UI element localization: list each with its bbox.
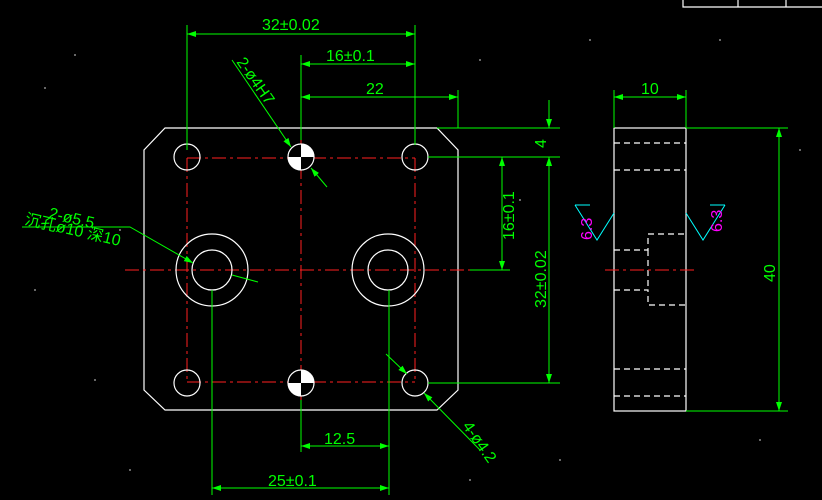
counterbore-right — [351, 233, 425, 307]
dim-bottom-25: 25±0.1 — [268, 473, 317, 490]
center-lines — [125, 140, 470, 400]
surface-finish-left-icon — [574, 204, 615, 241]
front-dimensions — [22, 25, 560, 495]
dim-right-4: 4 — [533, 139, 550, 148]
finish-right-label: 6.3 — [709, 210, 726, 232]
grid-dots — [34, 39, 801, 481]
note-small-holes: 4-ø4.2 — [459, 419, 500, 467]
front-dimension-labels: 32±0.02 16±0.1 22 4 16±0.1 32±0.02 12.5 … — [23, 17, 550, 490]
hole-bottom-right — [401, 369, 429, 397]
surface-finish-right-icon — [685, 204, 726, 241]
side-view — [574, 90, 788, 412]
dim-top-width: 32±0.02 — [262, 17, 320, 34]
dowel-hole-top — [287, 143, 315, 171]
dim-height-40: 40 — [762, 264, 779, 282]
dim-top-inner: 16±0.1 — [326, 48, 375, 65]
dim-right-16: 16±0.1 — [501, 191, 518, 240]
dim-top-22: 22 — [366, 81, 384, 98]
note-dowel-holes: 2-ø4H7 — [233, 55, 278, 109]
finish-left-label: 6.3 — [579, 218, 596, 240]
dim-right-32: 32±0.02 — [533, 250, 550, 308]
hole-bottom-left — [173, 369, 201, 397]
dim-bottom-12-5: 12.5 — [324, 431, 355, 448]
dowel-hole-bottom — [287, 369, 315, 397]
title-block-fragment — [682, 0, 822, 8]
side-labels: 10 40 6.3 6.3 — [579, 81, 779, 282]
plate-outline — [143, 127, 459, 411]
front-view — [125, 127, 470, 411]
dim-side-thickness: 10 — [641, 81, 659, 98]
